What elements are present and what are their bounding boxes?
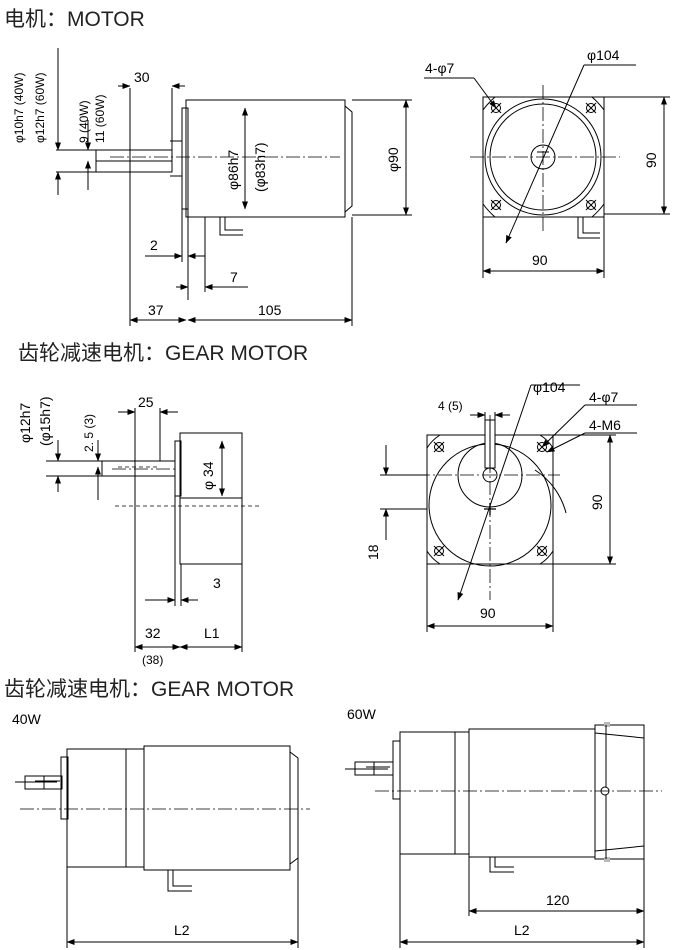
motor-pcd-label: φ104 <box>587 47 620 63</box>
motor-flange-gap-label: 2 <box>150 237 158 253</box>
motor-shaft-dia-alt-label: φ12h7 (60W) <box>33 73 47 143</box>
gear-motor-60w-label: 60W <box>347 706 377 722</box>
motor-spigot-dia-alt-label: (φ83h7) <box>252 142 268 192</box>
motor-flange-thk-label: 7 <box>230 269 238 285</box>
gear-len-label: L1 <box>204 625 220 641</box>
gear-offset-label: 18 <box>365 544 381 560</box>
motor-square-h-label: 90 <box>532 252 548 268</box>
gear-face-labels: 4 (5) φ104 4-φ7 4-M6 90 18 90 <box>365 379 621 621</box>
gear-taps-label: 4-M6 <box>589 417 621 433</box>
gear-face-view <box>380 384 637 632</box>
section-title-motor: 电机：MOTOR <box>4 8 145 31</box>
gear-holes-label: 4-φ7 <box>589 389 619 405</box>
gear-shaft-dia-alt-label: (φ15h7) <box>37 396 53 446</box>
motor-body-dia-label: φ90 <box>385 147 401 172</box>
gear-square-h-label: 90 <box>480 605 496 621</box>
gear-keyway-label: 4 (5) <box>438 399 463 413</box>
motor-shaft-to-flange-label: 37 <box>148 302 164 318</box>
gear-motor-40w-view <box>15 745 310 948</box>
motor-side-view <box>55 48 412 326</box>
motor-key-40w-label: 9 (40W) <box>77 100 91 143</box>
gear-motor-60w-view <box>345 722 662 948</box>
gear-flange-label: 3 <box>213 575 221 591</box>
motor-shaft-len-label: 30 <box>134 69 150 85</box>
gear-key-label: 2. 5 (3) <box>82 414 96 452</box>
gear-motor-60w-len-label: L2 <box>514 922 530 938</box>
gear-motor-40w-len-label: L2 <box>174 922 190 938</box>
gear-front-labels: φ12h7 (φ15h7) 2. 5 (3) 25 φ 34 3 32 (38)… <box>17 394 221 667</box>
gear-motor-60w-labels: 60W 120 L2 <box>347 706 570 938</box>
motor-spigot-dia-label: φ86h7 <box>225 150 241 190</box>
gear-square-v-label: 90 <box>589 494 605 510</box>
section-title-gear-motor-side: 齿轮减速电机：GEAR MOTOR <box>4 678 294 701</box>
motor-shaft-dia-label: φ10h7 (40W) <box>12 73 26 143</box>
motor-holes-label: 4-φ7 <box>425 60 455 76</box>
gear-shaft-len-label: 25 <box>138 394 154 410</box>
gear-front-view <box>46 408 260 652</box>
motor-side-labels: φ10h7 (40W) φ12h7 (60W) 9 (40W) 11 (60W)… <box>12 69 401 318</box>
motor-front-labels: 4-φ7 φ104 90 90 <box>425 47 659 268</box>
gear-motor-40w-label: 40W <box>12 711 42 727</box>
gear-shaft-dia-label: φ12h7 <box>17 403 33 443</box>
section-title-gear-motor: 齿轮减速电机：GEAR MOTOR <box>18 342 308 365</box>
gear-motor-60w-120-label: 120 <box>546 892 570 908</box>
motor-body-len-label: 105 <box>258 302 282 318</box>
motor-square-v-label: 90 <box>643 152 659 168</box>
gear-shaft-to-flange-alt-label: (38) <box>142 653 163 667</box>
motor-front-view <box>424 64 670 278</box>
gear-shaft-to-flange-label: 32 <box>145 625 161 641</box>
gear-motor-40w-labels: 40W L2 <box>12 711 190 938</box>
gear-boss-dia-label: φ 34 <box>200 461 216 490</box>
gear-pcd-label: φ104 <box>533 379 566 395</box>
motor-key-60w-label: 11 (60W) <box>93 95 107 143</box>
